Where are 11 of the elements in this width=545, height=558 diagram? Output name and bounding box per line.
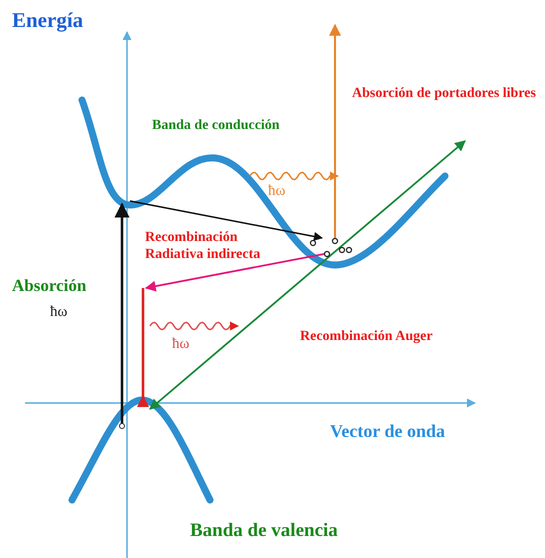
process-label: Recombinación Radiativa indirecta: [145, 230, 262, 264]
band-label: Banda de valencia: [190, 520, 338, 543]
axis-title: Vector de onda: [330, 421, 446, 443]
band-label: Banda de conducción: [152, 118, 280, 135]
process-label: Recombinación Auger: [300, 329, 433, 346]
photon-label: ħω: [172, 335, 190, 353]
process-label: Absorción: [12, 276, 86, 296]
axis-title: Energía: [12, 8, 84, 34]
photon-label: ħω: [268, 182, 286, 200]
photon-label: ħω: [50, 303, 68, 321]
process-label: Absorción de portadores libres: [352, 86, 537, 103]
